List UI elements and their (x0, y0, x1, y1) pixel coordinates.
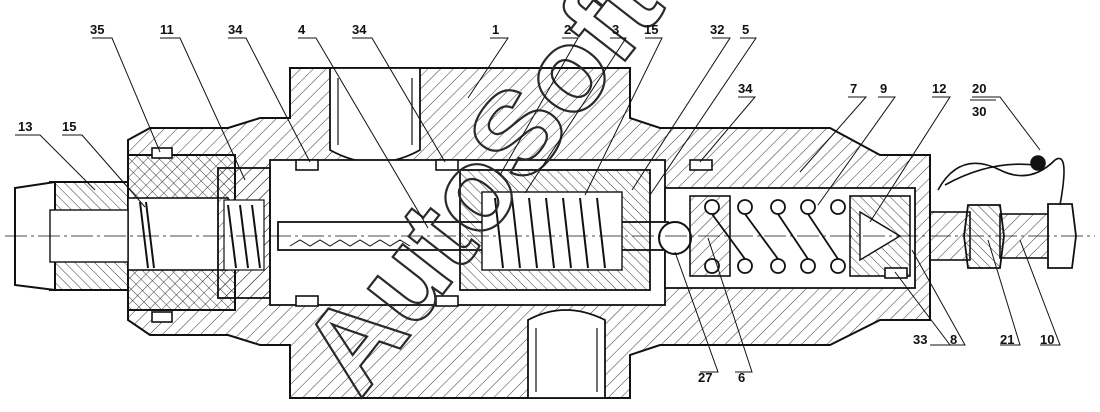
callout-label: 2 (564, 22, 571, 37)
callout-label: 20 (972, 81, 986, 96)
callout-label: 6 (738, 370, 745, 385)
callout-label: 30 (972, 104, 986, 119)
callout-label: 9 (880, 81, 887, 96)
callout-label: 1 (492, 22, 499, 37)
callout-label: 35 (90, 22, 104, 37)
callout-label: 32 (710, 22, 724, 37)
seal-wire (937, 155, 1065, 206)
leader-lines (15, 37, 1061, 373)
callout-label: 8 (950, 332, 957, 347)
left-spring (139, 201, 155, 269)
callout-label: 33 (913, 332, 927, 347)
piston-spring (227, 204, 261, 269)
callout-label: 7 (850, 81, 857, 96)
callout-label: 11 (160, 22, 174, 37)
callout-label: 15 (62, 119, 76, 134)
callout-label: 21 (1000, 332, 1014, 347)
callout-labels: 35 11 34 4 34 1 2 3 15 32 5 34 7 9 12 20… (18, 22, 1054, 385)
callout-label: 15 (644, 22, 658, 37)
inlet-fitting (14, 154, 236, 311)
callout-label: 12 (932, 81, 946, 96)
callout-label: 3 (612, 22, 619, 37)
inner-spring (494, 197, 606, 269)
callout-label: 13 (18, 119, 32, 134)
callout-label: 5 (742, 22, 749, 37)
callout-label: 34 (352, 22, 367, 37)
callout-label: 34 (228, 22, 243, 37)
callout-label: 34 (738, 81, 753, 96)
callout-label: 27 (698, 370, 712, 385)
callout-label: 10 (1040, 332, 1054, 347)
callout-label: 4 (298, 22, 306, 37)
right-spring (704, 199, 846, 274)
